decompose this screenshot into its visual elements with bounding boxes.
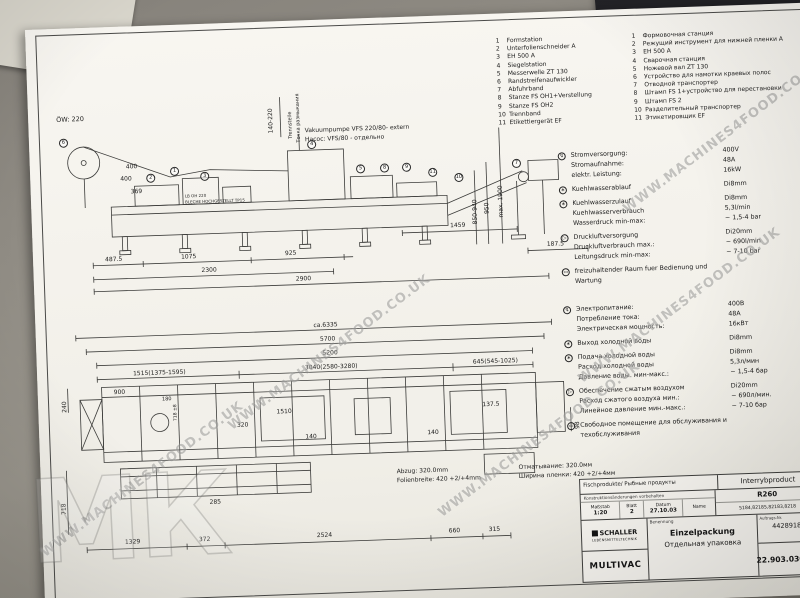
air-icon: ▷	[565, 388, 575, 397]
spec-value: ~ 7-10 бар	[731, 401, 767, 410]
sheet-value: 2	[629, 509, 634, 516]
parts-list-item-number: 11	[498, 119, 507, 127]
dimension-label: 850-940	[471, 199, 480, 225]
order-number: 44289183	[772, 521, 800, 531]
spec-icon-cell: ▷	[560, 233, 573, 243]
spec-value: ~ 1,5-4 bar	[724, 213, 762, 222]
dimension-label: 140-220	[266, 108, 275, 134]
spec-label: Выход холодной воды	[577, 337, 652, 347]
spec-icon-cell: ∗	[564, 339, 577, 349]
date-value: 27.10.03	[649, 507, 678, 515]
spec-icon-cell: ▭	[561, 267, 575, 277]
schaller-logo-subtext: LEBENSMITTELTECHNIK	[591, 536, 638, 543]
scale-cell: Maßstab 1:20	[580, 501, 621, 520]
spec-icon-cell: ▭	[567, 421, 580, 431]
dimension-label: 400	[120, 175, 132, 183]
water-icon: ∗	[564, 354, 573, 363]
space-icon: ▭	[567, 422, 576, 431]
spec-icon-cell: ↯	[562, 305, 576, 315]
dimension-label: 718 ±8	[173, 404, 179, 422]
dimension-label: 2900	[295, 275, 312, 283]
spec-label: Kuehlwasserablauf	[571, 183, 632, 194]
dimension-label: 487.5	[104, 255, 123, 264]
dimension-label: 140	[305, 433, 317, 441]
dimension-label: 240	[60, 401, 69, 413]
schaller-logo: SCHALLER LEBENSMITTELTECHNIK	[581, 518, 648, 552]
dimension-label: ÖW: 220	[56, 114, 85, 124]
dimension-label: 180	[161, 396, 172, 403]
dimension-label: 718	[60, 503, 68, 516]
space-icon: ▭	[561, 268, 570, 277]
order-number-label: Auftrags-Nr.	[759, 514, 783, 521]
spec-icon-cell: ∗	[558, 185, 572, 195]
dimension-label: 1459	[449, 221, 466, 230]
dimension-label: 900	[113, 388, 126, 397]
dimension-label: 950	[483, 202, 491, 215]
title-block: Fischprodukte/ Рыбные продукты Interrybp…	[579, 470, 800, 583]
water-icon: ∗	[559, 200, 568, 209]
dimension-label: 400	[125, 163, 138, 171]
water-icon: ∗	[564, 340, 573, 349]
dimension-label: 660	[448, 527, 461, 535]
spec-value: 16kW	[723, 166, 742, 174]
dimension-label: 320	[236, 421, 249, 429]
dimension-label: Trennstelle	[287, 111, 294, 139]
electric-icon: ↯	[557, 152, 566, 161]
dimension-label: 369	[130, 188, 143, 196]
schaller-logo-square	[591, 529, 598, 537]
dimension-label: 5700	[319, 335, 336, 343]
dimension-label: 2524	[316, 531, 333, 540]
air-icon: ▷	[560, 234, 569, 243]
dimension-label: 5200	[322, 349, 338, 357]
water-icon: ∗	[558, 186, 568, 195]
dimension-label: ca.6335	[313, 321, 338, 330]
spec-icon-cell: ↯	[557, 151, 571, 161]
name-label: Name	[692, 504, 706, 510]
dimension-label: 315	[488, 525, 501, 534]
spec-value: 16кВт	[728, 319, 749, 328]
dimension-label: LB OH 220	[184, 192, 207, 199]
name-cell: Name	[683, 498, 715, 516]
dimension-label: 1329	[124, 538, 141, 546]
dimension-label: 1075	[180, 253, 197, 261]
sheet-cell: Blatt 2	[620, 500, 645, 519]
customer-name: Interrybproduct	[740, 475, 796, 486]
spec-value: ~ 1,5-4 бар	[730, 367, 768, 376]
dimension-label: 285	[209, 498, 222, 506]
dimension-label: 372	[198, 535, 211, 544]
scale-value: 1:20	[593, 509, 608, 517]
spec-icon-cell: ▷	[565, 387, 579, 397]
spec-value: Di8mm	[723, 179, 747, 188]
dimension-label: 925	[284, 249, 297, 258]
dimension-label: 137.5	[482, 400, 500, 409]
spec-value: Di8mm	[729, 333, 753, 342]
electric-icon: ↯	[562, 306, 572, 315]
parts-list-item-number: 11	[634, 114, 643, 122]
dimension-label: 1510	[276, 407, 292, 416]
dimension-label: 2300	[201, 266, 217, 274]
side-view-linework	[67, 97, 589, 295]
multivac-logo: MULTIVAC	[589, 559, 642, 572]
spec-value	[727, 259, 800, 262]
date-cell: Datum 27.10.03	[643, 499, 684, 518]
dimension-label: 140	[427, 428, 439, 437]
schaller-logo-text: SCHALLER	[599, 527, 638, 537]
spec-value: ~ 7-10 bar	[726, 247, 761, 256]
dimension-label: max. 1900	[496, 185, 505, 218]
plan-view-linework	[66, 318, 572, 554]
drawing-title-russian: Отдельная упаковка	[664, 538, 742, 549]
spec-value	[732, 413, 800, 416]
spec-icon-cell: ∗	[559, 199, 572, 209]
drawing-number: 22.903.0303.66	[756, 553, 800, 565]
spec-icon-cell: ∗	[564, 353, 578, 363]
drawing-title-german: Einzelpackung	[669, 526, 736, 538]
